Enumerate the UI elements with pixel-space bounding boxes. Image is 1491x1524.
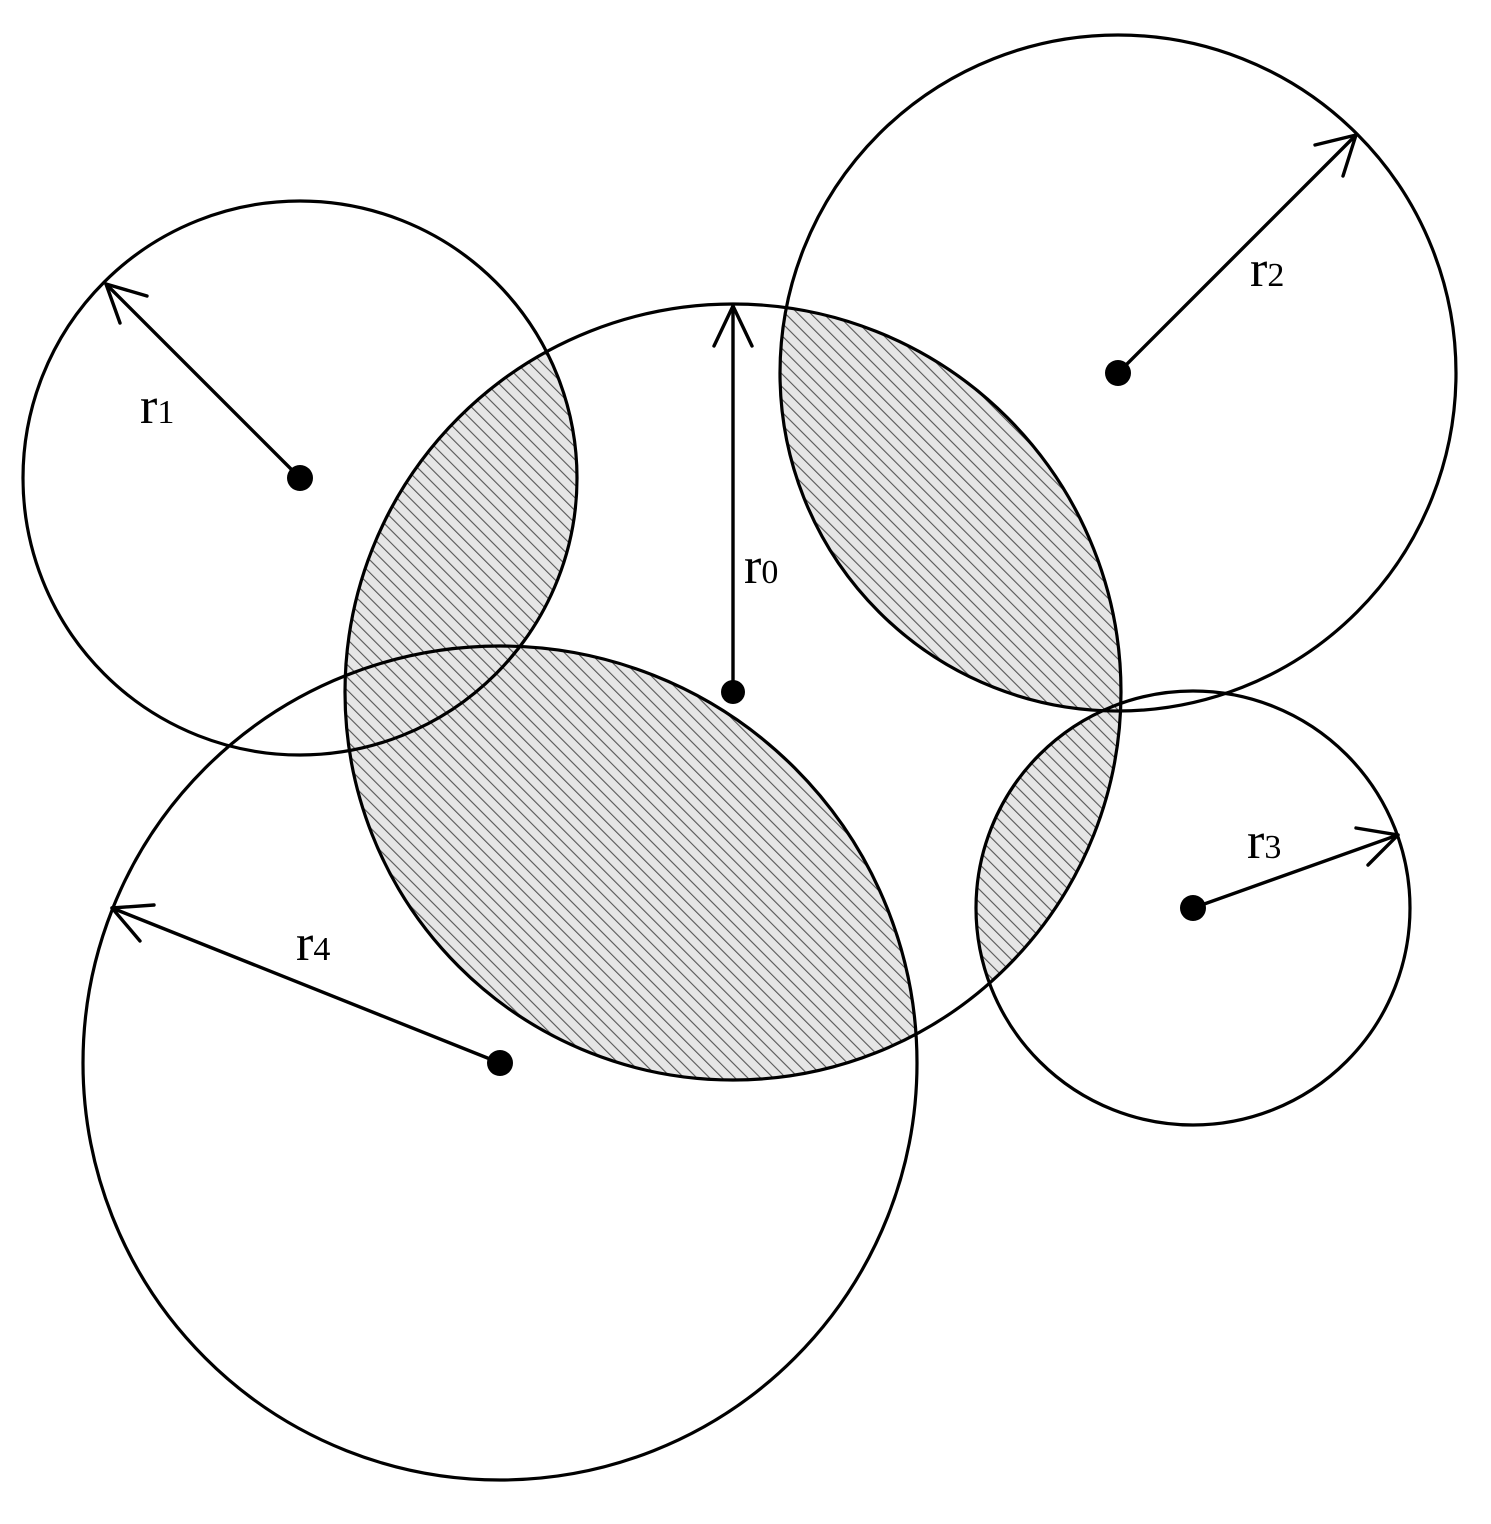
center-dot-r2 [1105, 360, 1131, 386]
circle-r3 [974, 689, 1412, 1127]
arrowhead-r2 [1313, 133, 1358, 178]
radius-r2 [1105, 133, 1358, 386]
label-r4-subscript: 4 [313, 931, 330, 968]
arrowhead-r4 [110, 903, 156, 943]
arrowhead-r1 [104, 282, 149, 325]
circle-r4 [81, 644, 919, 1482]
label-r4: r4 [296, 915, 330, 972]
label-r0: r0 [744, 538, 778, 595]
circle-outlines [21, 33, 1458, 1482]
label-r0-main: r [744, 538, 761, 595]
circle-r0 [343, 302, 1123, 1082]
radius-r4 [110, 903, 513, 1076]
label-r1-subscript: 1 [157, 394, 174, 431]
circle-r1 [21, 199, 579, 757]
label-r2: r2 [1250, 241, 1284, 298]
center-dot-r1 [287, 465, 313, 491]
label-r3: r3 [1247, 813, 1281, 870]
label-r2-main: r [1250, 241, 1267, 298]
label-r1-main: r [140, 378, 157, 435]
circle-r2 [778, 33, 1458, 713]
center-dot-r3 [1180, 895, 1206, 921]
radius-r1 [104, 282, 313, 491]
label-r0-subscript: 0 [761, 554, 778, 591]
radius-line-r4 [110, 906, 502, 1065]
label-r1: r1 [140, 378, 174, 435]
radius-line-r2 [1116, 133, 1358, 375]
label-r2-subscript: 2 [1267, 257, 1284, 294]
radius-r0 [712, 304, 754, 704]
arrowhead-r0 [712, 304, 754, 348]
radius-line-r1 [104, 282, 302, 480]
center-dot-r0 [721, 680, 745, 704]
label-r3-subscript: 3 [1264, 829, 1281, 866]
arrowhead-r3 [1354, 826, 1400, 867]
center-dot-r4 [487, 1050, 513, 1076]
label-r4-main: r [296, 915, 313, 972]
radius-r3 [1180, 826, 1400, 921]
radius-line-r3 [1191, 833, 1400, 910]
label-r3-main: r [1247, 813, 1264, 870]
